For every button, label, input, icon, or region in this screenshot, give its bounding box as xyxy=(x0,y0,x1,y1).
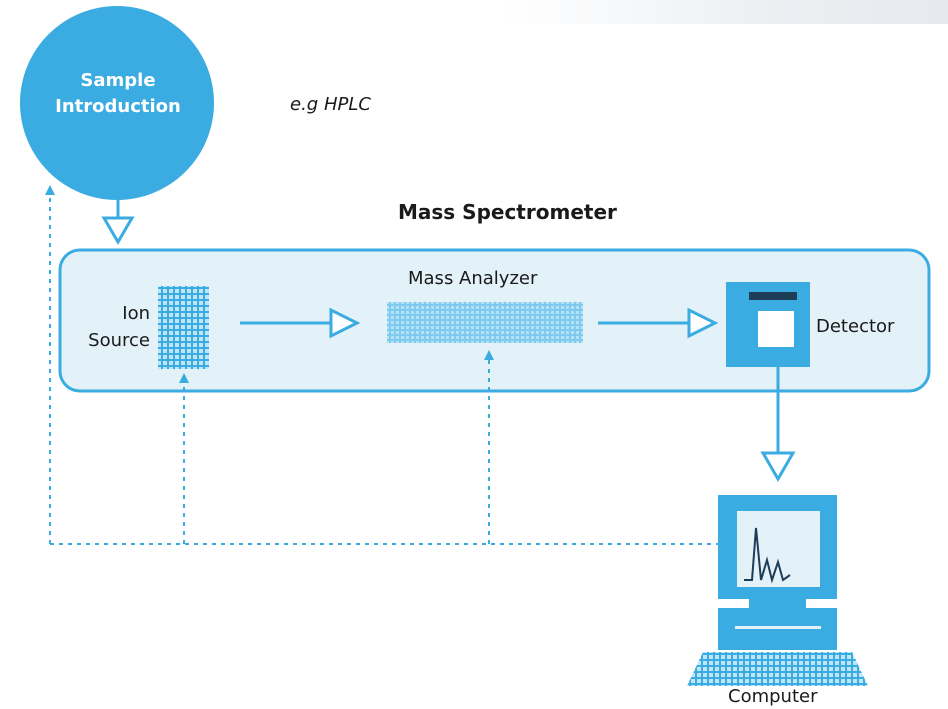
detector-block xyxy=(726,282,810,367)
sample-line-2: Introduction xyxy=(55,96,181,117)
background-fade xyxy=(500,0,948,24)
computer-label: Computer xyxy=(728,686,818,707)
detector-label: Detector xyxy=(816,316,895,337)
sample-to-spectrometer-arrow xyxy=(101,198,135,245)
ion-source-line-2: Source xyxy=(88,330,150,351)
mass-analyzer-label: Mass Analyzer xyxy=(408,268,538,289)
analyzer-to-detector-arrow xyxy=(598,307,719,339)
sample-introduction-label: Sample Introduction xyxy=(32,68,204,120)
detector-to-computer-arrow xyxy=(760,367,796,483)
mass-spectrometer-title: Mass Spectrometer xyxy=(398,200,617,224)
ion-to-analyzer-arrow xyxy=(240,307,361,339)
ion-source-block xyxy=(158,286,209,369)
feedback-dashed-lines xyxy=(49,193,718,545)
computer-icon xyxy=(687,495,868,686)
ion-source-label: Ion Source xyxy=(64,300,150,354)
feedback-arrowheads xyxy=(45,185,494,383)
sample-example-label: e.g HPLC xyxy=(290,94,371,115)
ion-source-line-1: Ion xyxy=(122,303,150,324)
mass-analyzer-block xyxy=(387,302,583,343)
sample-introduction-node xyxy=(20,6,214,200)
sample-line-1: Sample xyxy=(80,70,156,91)
